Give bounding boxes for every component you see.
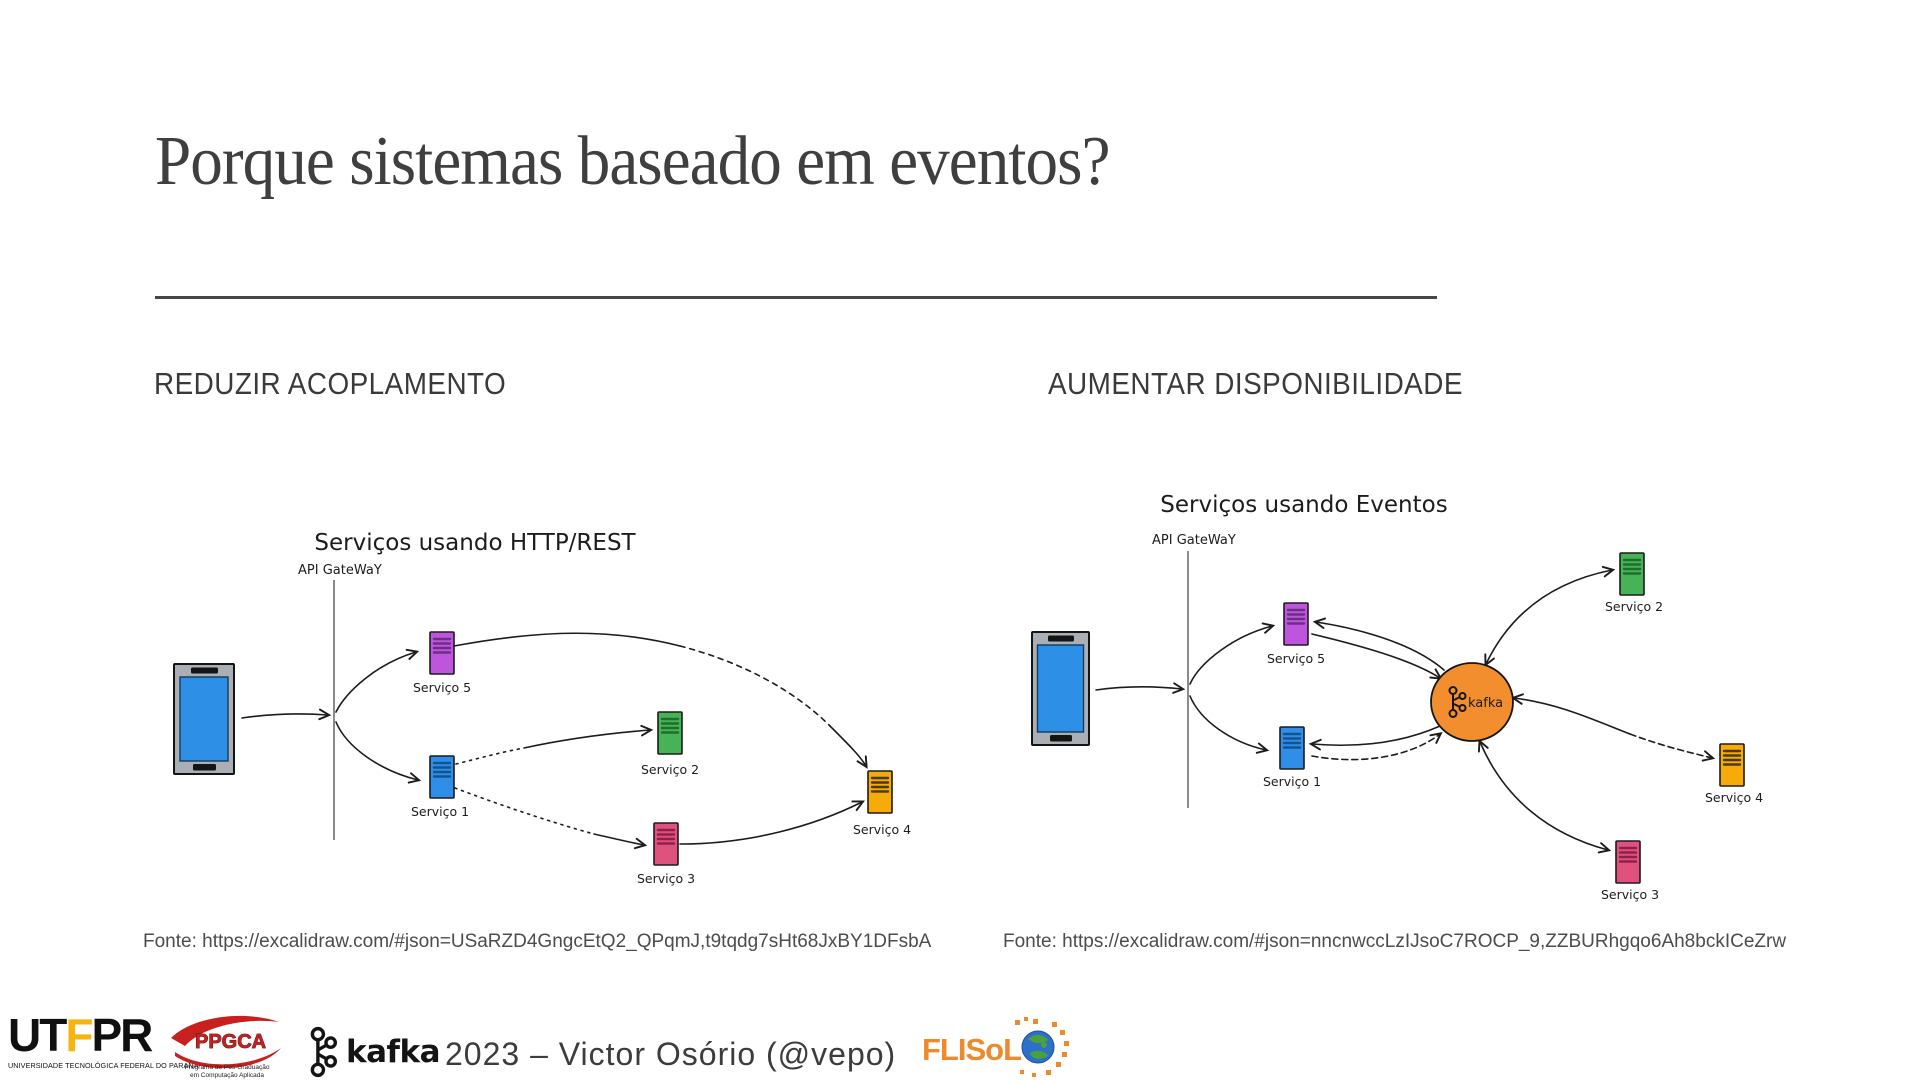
label-servico2: Serviço 2 (641, 762, 699, 777)
smartphone-icon (1031, 631, 1090, 746)
flisol-logo-graphic: FLISoL (922, 1017, 1069, 1077)
ppgca-name: PPGCA (195, 1031, 266, 1053)
server-servico5 (1283, 602, 1309, 646)
arrow-servico5-to-servico4-c (829, 725, 868, 769)
kafka-wordmark: kafka (346, 1034, 441, 1070)
arrow-gateway-to-servico1 (1189, 695, 1270, 754)
label-servico1: Serviço 1 (411, 804, 469, 819)
server-stripes (660, 717, 680, 734)
server-stripes (1282, 732, 1302, 749)
flisol-wordmark: FLISoL (922, 1032, 1021, 1067)
arrow-kafka-servico3 (1477, 738, 1612, 854)
flisol-logo: FLISoL (920, 1016, 1072, 1080)
utfpr-pr: PR (91, 1009, 153, 1061)
arrow-servico1-to-servico2-a (455, 747, 525, 765)
utfpr-acronym: UTFPR (8, 1012, 199, 1058)
server-servico4 (1719, 743, 1745, 787)
label-servico4: Serviço 4 (1705, 790, 1763, 805)
label-servico3: Serviço 3 (1601, 887, 1659, 902)
arrow-kafka-servico2 (1484, 565, 1616, 668)
section-heading-aumentar-disponibilidade: AUMENTAR DISPONIBILIDADE (1048, 366, 1463, 401)
arrow-gateway-to-servico1 (335, 721, 422, 784)
arrow-servico5-to-servico4-b (679, 645, 831, 727)
source-link-right: Fonte: https://excalidraw.com/#json=nncn… (1003, 931, 1787, 952)
label-servico3: Serviço 3 (637, 871, 695, 886)
server-stripes (432, 637, 452, 654)
server-servico2 (657, 711, 683, 755)
server-stripes (1722, 749, 1742, 766)
server-servico5 (429, 631, 455, 675)
kafka-broker: kafka (1430, 662, 1514, 742)
arrow-gateway-to-servico5 (1189, 622, 1276, 685)
arrow-kafka-to-servico1 (1308, 725, 1441, 751)
arrow-servico5-to-kafka (1311, 633, 1443, 680)
arrow-servico1-to-servico3-a (454, 787, 595, 835)
arrow-kafka-to-servico5 (1312, 617, 1445, 671)
server-stripes (1618, 846, 1638, 863)
label-servico5: Serviço 5 (1267, 651, 1325, 666)
label-servico2: Serviço 2 (1605, 599, 1663, 614)
ppgca-caption-1: Programa de Pós-Graduação (185, 1064, 270, 1071)
api-gateway-label: API GateWaY (1152, 533, 1236, 548)
phone-notch (1048, 635, 1074, 642)
utfpr-ut: UT (8, 1009, 67, 1061)
label-servico5: Serviço 5 (413, 680, 471, 695)
utfpr-caption: UNIVERSIDADE TECNOLÓGICA FEDERAL DO PARA… (8, 1061, 199, 1070)
server-servico1 (429, 755, 455, 799)
smartphone-icon (173, 663, 235, 775)
phone-home-bar (193, 764, 216, 771)
ppgca-logo-graphic: PPGCA Programa de Pós-Graduação em Compu… (171, 1015, 281, 1079)
phone-screen (1036, 644, 1085, 733)
arrow-kafka-servico4-a (1510, 693, 1631, 735)
globe-icon (1021, 1030, 1055, 1064)
page-title: Porque sistemas baseado em eventos? (155, 123, 1110, 200)
ppgca-caption-2: em Computação Aplicada (190, 1072, 264, 1079)
arrow-servico3-to-servico4 (679, 800, 865, 845)
arrow-phone-to-gateway (241, 708, 332, 721)
diagram-title-eventos: Serviços usando Eventos (1160, 492, 1447, 518)
server-servico2 (1619, 552, 1645, 596)
diagram-eventos: Serviços usando Eventos API GateWaY (1031, 492, 1763, 902)
kafka-logo: kafka (306, 1026, 441, 1078)
arrow-servico5-to-servico4-a (453, 632, 681, 647)
ppgca-swoosh-top (171, 1015, 279, 1046)
server-servico3 (653, 822, 679, 866)
arrow-servico1-to-kafka (1311, 731, 1443, 761)
server-stripes (432, 761, 452, 778)
utfpr-logo: UTFPR UNIVERSIDADE TECNOLÓGICA FEDERAL D… (8, 1012, 199, 1070)
credit-text: 2023 – Victor Osório (@vepo) (445, 1036, 897, 1072)
arrow-servico1-to-servico3-b (593, 833, 648, 850)
diagram-title-http-rest: Serviços usando HTTP/REST (314, 530, 636, 556)
ppgca-swoosh-bottom (175, 1048, 281, 1069)
server-stripes (870, 776, 890, 793)
arrow-gateway-to-servico5 (335, 648, 420, 713)
ppgca-logo: PPGCA Programa de Pós-Graduação em Compu… (165, 1008, 289, 1080)
label-servico4: Serviço 4 (853, 822, 911, 837)
diagram-http-rest: Serviços usando HTTP/REST API GateWaY (173, 530, 911, 886)
server-servico4 (867, 770, 893, 814)
arrow-kafka-servico4-b (1629, 733, 1716, 762)
kafka-circle (1430, 662, 1514, 742)
source-link-left: Fonte: https://excalidraw.com/#json=USaR… (143, 931, 932, 952)
kafka-logo-icon (1448, 686, 1467, 718)
kafka-logo-icon (310, 1026, 338, 1078)
phone-screen (179, 676, 229, 762)
server-stripes (1622, 558, 1642, 575)
kafka-circle-label: kafka (1468, 696, 1503, 711)
server-stripes (1286, 608, 1306, 625)
api-gateway-label: API GateWaY (298, 563, 382, 578)
arrow-phone-to-gateway (1095, 682, 1186, 694)
phone-home-bar (1050, 735, 1072, 742)
label-servico1: Serviço 1 (1263, 774, 1321, 789)
arrow-servico1-to-servico2-b (523, 724, 654, 749)
phone-notch (191, 667, 218, 674)
section-heading-reduzir-acoplamento: REDUZIR ACOPLAMENTO (154, 366, 507, 401)
flisol-pattern (1015, 1017, 1069, 1077)
server-stripes (656, 828, 676, 845)
title-divider (155, 296, 1437, 299)
server-servico3 (1615, 840, 1641, 884)
server-servico1 (1279, 726, 1305, 770)
utfpr-f: F (65, 1009, 93, 1061)
